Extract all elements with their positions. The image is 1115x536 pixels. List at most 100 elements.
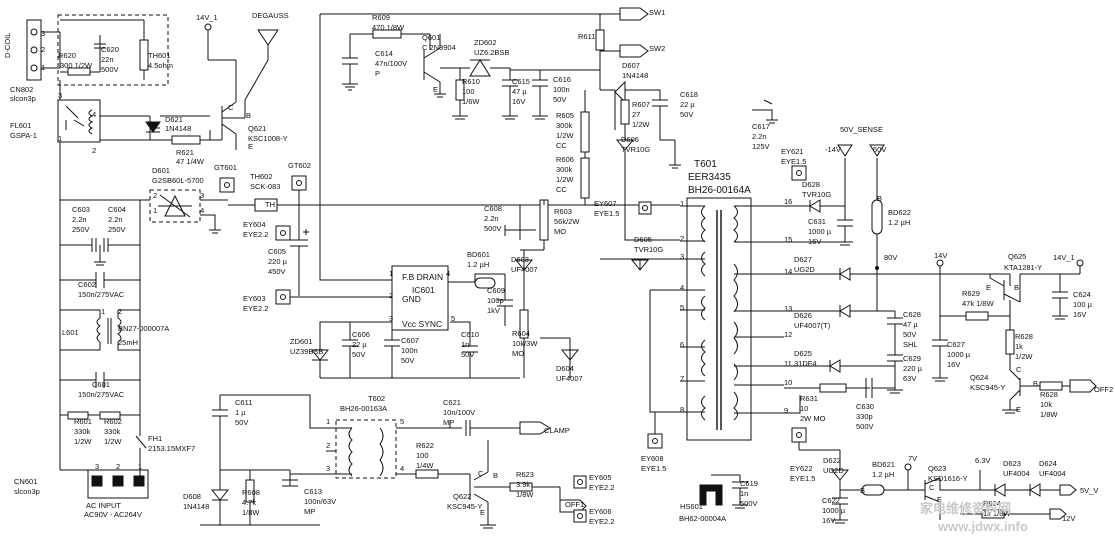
schematic-label: C601 bbox=[92, 380, 110, 389]
schematic-label: R623 bbox=[516, 470, 534, 479]
schematic-label: C617 bbox=[752, 122, 770, 131]
schematic-label: C604 bbox=[108, 205, 126, 214]
schematic-label: 3 bbox=[41, 29, 45, 38]
schematic-label: UF4004 bbox=[1003, 469, 1030, 478]
schematic-label: R620 bbox=[58, 51, 76, 60]
schematic-label: EYE2.2 bbox=[243, 230, 268, 239]
schematic-label: D601 bbox=[152, 166, 170, 175]
schematic-label: EER3435 bbox=[688, 172, 731, 183]
schematic-label: CC bbox=[556, 141, 567, 150]
schematic-label: 2 bbox=[326, 441, 330, 450]
schematic-label: R606 bbox=[556, 155, 574, 164]
schematic-label: B bbox=[246, 111, 251, 120]
schematic-label: 27 bbox=[632, 110, 640, 119]
schematic-label: BN27-000007A bbox=[118, 324, 169, 333]
schematic-label: C607 bbox=[401, 336, 419, 345]
schematic-label: SW2 bbox=[649, 44, 665, 53]
schematic-label: 2.2n bbox=[108, 215, 123, 224]
schematic-label: 16V bbox=[1073, 310, 1086, 319]
schematic-label: 2 bbox=[680, 234, 684, 243]
schematic-label: EYE1.5 bbox=[781, 157, 806, 166]
schematic-label: EY604 bbox=[243, 220, 266, 229]
schematic-label: 50V_SENSE bbox=[840, 125, 883, 134]
schematic-label: 47 1/4W bbox=[176, 157, 205, 166]
schematic-label: 1/8W bbox=[1040, 410, 1058, 419]
ac-input-connector-cn601 bbox=[60, 469, 149, 499]
schematic-label: D607 bbox=[622, 61, 640, 70]
schematic-label: MO bbox=[554, 227, 566, 236]
x-capacitors bbox=[59, 200, 141, 370]
schematic-label: SCK-083 bbox=[250, 182, 280, 191]
schematic-label: C605 bbox=[268, 247, 286, 256]
schematic-label: MO bbox=[512, 349, 524, 358]
schematic-label: R628 bbox=[1015, 332, 1033, 341]
schematic-label: 4.5ohm bbox=[148, 61, 173, 70]
schematic-label: 14V bbox=[934, 251, 947, 260]
schematic-label: R601 bbox=[74, 417, 92, 426]
schematic-label: 31DF4 bbox=[794, 359, 817, 368]
schematic-label: 14 bbox=[784, 267, 792, 276]
schematic-label: 50V bbox=[553, 95, 566, 104]
ground-symbols bbox=[209, 83, 1068, 529]
schematic-label: 125V bbox=[752, 142, 770, 151]
schematic-label: 3 bbox=[680, 252, 684, 261]
schematic-label: 1/6W bbox=[462, 97, 480, 106]
schematic-label: UF4007(T) bbox=[794, 321, 831, 330]
schematic-label: 500V bbox=[740, 499, 758, 508]
schematic-label: 6.3V bbox=[975, 456, 990, 465]
schematic-label: R629 bbox=[962, 289, 980, 298]
schematic-label: KSD1616-Y bbox=[928, 474, 968, 483]
schematic-label: EY605 bbox=[589, 473, 612, 482]
schematic-label: GSPA-1 bbox=[10, 131, 37, 140]
diode-d621 bbox=[145, 115, 210, 140]
schematic-label: T601 bbox=[694, 159, 717, 170]
schematic-label: 22 µ bbox=[680, 100, 695, 109]
schematic-label: 250V bbox=[108, 225, 126, 234]
schematic-label: EYE1.5 bbox=[641, 464, 666, 473]
feedback-network bbox=[320, 7, 649, 116]
schematic-label: 100 bbox=[416, 451, 429, 460]
schematic-label: HS601 bbox=[680, 502, 703, 511]
schematic-label: 50V bbox=[352, 350, 365, 359]
schematic-label: 1N4148 bbox=[165, 124, 191, 133]
schematic-label: D608 bbox=[183, 492, 201, 501]
schematic-label: 1 bbox=[58, 134, 62, 143]
schematic-label: 1/2W bbox=[556, 131, 574, 140]
schematic-label: D-COIL bbox=[3, 33, 12, 58]
schematic-label: 4 bbox=[446, 269, 450, 278]
schematic-label: B bbox=[493, 471, 498, 480]
schematic-label: C622 bbox=[822, 496, 840, 505]
schematic-label: D623 bbox=[1003, 459, 1021, 468]
schematic-label: 1/2W bbox=[1015, 352, 1033, 361]
ic-support-components bbox=[310, 322, 520, 379]
schematic-label: 3 bbox=[389, 314, 393, 323]
schematic-label: EY603 bbox=[243, 294, 266, 303]
schematic-label: 4 bbox=[400, 464, 404, 473]
schematic-label: 1N4148 bbox=[622, 71, 648, 80]
schematic-label: TVR10G bbox=[634, 245, 663, 254]
schematic-label: www.jdwx.info bbox=[937, 519, 1028, 534]
schematic-label: 80V bbox=[884, 253, 897, 262]
schematic-label: C611 bbox=[235, 398, 252, 407]
schematic-label: KSC945-Y bbox=[447, 502, 482, 511]
schematic-label: 330p bbox=[856, 412, 873, 421]
schematic-label: 100p bbox=[487, 296, 504, 305]
schematic-label: 3 bbox=[326, 464, 330, 473]
schematic-label: OFF2 bbox=[1094, 385, 1113, 394]
schematic-label: EYE2.2 bbox=[243, 304, 268, 313]
schematic-label: D605 bbox=[634, 235, 652, 244]
schematic-label: 500V bbox=[856, 422, 874, 431]
schematic-label: C608 bbox=[484, 204, 502, 213]
schematic-label: C616 bbox=[553, 75, 571, 84]
schematic-label: BH26-00164A bbox=[688, 185, 751, 196]
schematic-label: 56k/2W bbox=[554, 217, 580, 226]
schematic-label: slcon3p bbox=[14, 487, 40, 496]
schematic-label: 2 bbox=[116, 462, 120, 471]
schematic-label: R622 bbox=[416, 441, 434, 450]
transformer-t602 bbox=[326, 419, 551, 479]
schematic-label: 3 bbox=[58, 91, 62, 100]
schematic-label: 1 bbox=[138, 462, 142, 471]
schematic-label: 50V bbox=[680, 110, 693, 119]
